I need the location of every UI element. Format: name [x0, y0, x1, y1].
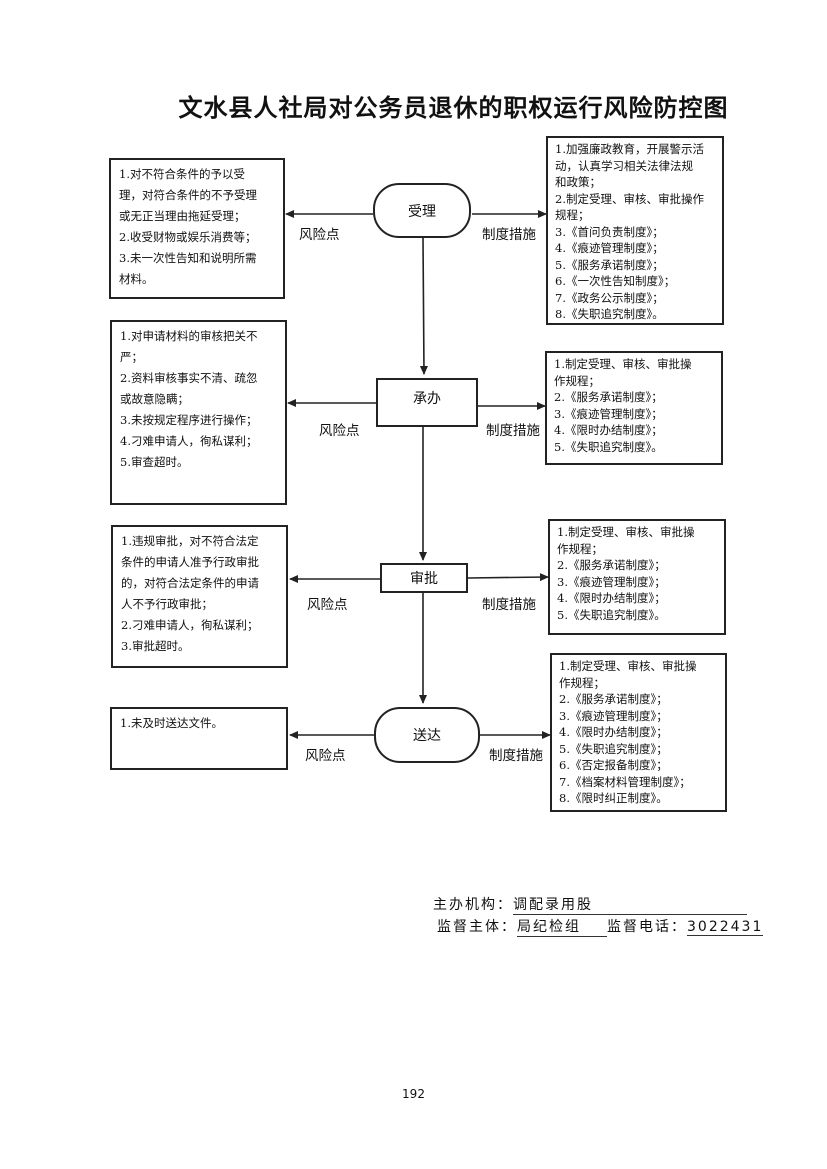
- risk-label-approve: 风险点: [307, 597, 348, 613]
- measure-item: 3.《痕迹管理制度》；: [559, 708, 668, 723]
- risk-box-accept: 1.对不符合条件的予以受理，对符合条件的不予受理或无正当理由拖延受理； 2.收受财…: [109, 158, 285, 299]
- measures-label-accept: 制度措施: [482, 227, 536, 243]
- measure-item: 6.《一次性告知制度》；: [555, 274, 676, 288]
- measure-item: 作规程；: [557, 541, 603, 556]
- step-deliver-node: 送达: [374, 707, 480, 763]
- measure-item: 2.《服务承诺制度》；: [554, 390, 663, 404]
- risk-item: 理，对符合条件的不予受理: [119, 188, 257, 202]
- measure-item: 8.《失职追究制度》。: [555, 307, 664, 321]
- risk-box-approve: 1.违规审批，对不符合法定条件的申请人准予行政审批的，对符合法定条件的申请人不予…: [111, 525, 288, 668]
- step-approve-node: 审批: [380, 563, 468, 593]
- measure-item: 4.《限时办结制度》；: [559, 725, 668, 739]
- measure-item: 2.制定受理、审核、审批操作: [555, 191, 704, 206]
- risk-item: 人不予行政审批；: [121, 597, 213, 611]
- measure-item: 1.制定受理、审核、审批操: [554, 357, 692, 371]
- step-handle-node: 承办: [376, 378, 478, 427]
- risk-item: 3.未按规定程序进行操作；: [120, 413, 258, 427]
- measures-label-handle: 制度措施: [486, 423, 540, 439]
- risk-item: 或故意隐瞒；: [120, 392, 189, 406]
- risk-label-handle: 风险点: [319, 423, 360, 439]
- measure-item: 4.《痕迹管理制度》；: [555, 241, 664, 255]
- risk-item: 1.未及时送达文件。: [120, 716, 223, 730]
- risk-item: 1.对申请材料的审核把关不: [120, 329, 258, 343]
- footer-organizer: 主办机构：调配录用股: [433, 894, 747, 915]
- risk-box-handle: 1.对申请材料的审核把关不严； 2.资料审核事实不清、疏忽或故意隐瞒； 3.未按规定…: [110, 320, 287, 505]
- measure-item: 5.《服务承诺制度》；: [555, 257, 664, 272]
- phone-value: 3022431: [687, 919, 764, 936]
- measures-box-approve: 1.制定受理、审核、审批操作规程； 2.《服务承诺制度》； 3.《痕迹管理制度》； 4…: [548, 519, 726, 635]
- measures-label-approve: 制度措施: [482, 597, 536, 613]
- measure-item: 4.《限时办结制度》；: [554, 423, 663, 437]
- measure-item: 3.《首问负责制度》；: [555, 224, 664, 239]
- measures-box-accept: 1.加强廉政教育，开展警示活动，认真学习相关法律法规和政策； 2.制定受理、审核、…: [546, 136, 724, 325]
- risk-label-accept: 风险点: [299, 227, 340, 243]
- measure-item: 1.加强廉政教育，开展警示活: [555, 142, 704, 156]
- measure-item: 1.制定受理、审核、审批操: [559, 659, 697, 673]
- risk-label-deliver: 风险点: [305, 748, 346, 764]
- phone-label: 监督电话：: [607, 919, 687, 935]
- measure-item: 作规程；: [559, 675, 605, 690]
- measure-item: 作规程；: [554, 373, 600, 388]
- risk-item: 条件的申请人准予行政审批: [121, 555, 259, 569]
- measure-item: 5.《失职追究制度》。: [554, 439, 663, 454]
- measure-item: 5.《失职追究制度》；: [559, 741, 668, 756]
- measure-item: 和政策；: [555, 175, 601, 189]
- risk-item: 1.对不符合条件的予以受: [119, 167, 245, 181]
- measure-item: 3.《痕迹管理制度》；: [557, 574, 666, 589]
- measure-item: 3.《痕迹管理制度》；: [554, 406, 663, 421]
- risk-box-deliver: 1.未及时送达文件。: [110, 707, 288, 770]
- measure-item: 动，认真学习相关法律法规: [555, 158, 693, 173]
- risk-item: 1.违规审批，对不符合法定: [121, 534, 259, 548]
- risk-item: 2.刁难申请人，徇私谋利；: [121, 618, 259, 632]
- measures-box-deliver: 1.制定受理、审核、审批操作规程； 2.《服务承诺制度》； 3.《痕迹管理制度》； 4…: [550, 653, 727, 812]
- risk-item: 或无正当理由拖延受理；: [119, 209, 246, 223]
- measures-label-deliver: 制度措施: [489, 748, 543, 764]
- measure-item: 4.《限时办结制度》；: [557, 591, 666, 605]
- footer-supervision: 监督主体：局纪检组监督电话：3022431: [437, 916, 764, 937]
- organizer-value: 调配录用股: [513, 894, 747, 915]
- measure-item: 规程；: [555, 208, 590, 222]
- page-number: 192: [402, 1087, 425, 1101]
- measure-item: 6.《否定报备制度》；: [559, 758, 668, 772]
- risk-item: 2.收受财物或娱乐消费等；: [119, 230, 257, 244]
- risk-item: 严；: [120, 350, 143, 364]
- organizer-label: 主办机构：: [433, 897, 513, 913]
- risk-item: 3.未一次性告知和说明所需: [119, 251, 257, 265]
- risk-item: 3.审批超时。: [121, 639, 190, 653]
- supervisor-label: 监督主体：: [437, 919, 517, 935]
- risk-item: 2.资料审核事实不清、疏忽: [120, 371, 258, 385]
- supervisor-value: 局纪检组: [517, 916, 607, 937]
- measure-item: 7.《档案材料管理制度》；: [559, 774, 691, 789]
- risk-item: 材料。: [119, 272, 154, 286]
- measure-item: 2.《服务承诺制度》；: [557, 558, 666, 572]
- risk-item: 的，对符合法定条件的申请: [121, 576, 259, 590]
- risk-item: 5.审查超时。: [120, 455, 189, 469]
- page-title: 文水县人社局对公务员退休的职权运行风险防控图: [178, 94, 729, 122]
- measure-item: 7.《政务公示制度》；: [555, 290, 664, 305]
- measures-box-handle: 1.制定受理、审核、审批操作规程； 2.《服务承诺制度》； 3.《痕迹管理制度》； 4…: [545, 351, 723, 465]
- measure-item: 5.《失职追究制度》。: [557, 607, 666, 622]
- measure-item: 8.《限时纠正制度》。: [559, 791, 668, 805]
- step-accept-node: 受理: [373, 183, 471, 238]
- measure-item: 2.《服务承诺制度》；: [559, 692, 668, 706]
- measure-item: 1.制定受理、审核、审批操: [557, 525, 695, 539]
- risk-item: 4.刁难申请人，徇私谋利；: [120, 434, 258, 448]
